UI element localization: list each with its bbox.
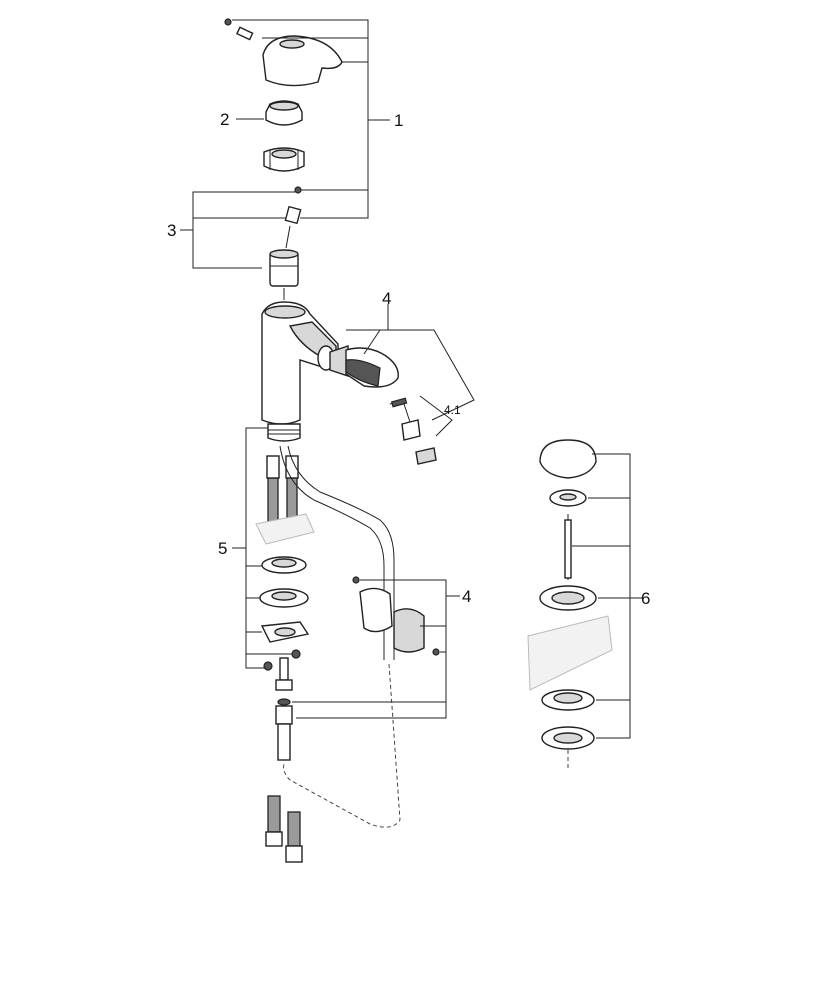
pullout-hose: [279, 445, 401, 828]
callout-label-5: 5: [218, 539, 228, 558]
bracket-3-lines: [180, 191, 296, 269]
counter-section-left: [255, 513, 315, 545]
washer-2: [259, 588, 309, 608]
callout-label-1: 1: [394, 111, 404, 130]
callout-label-4-holder: 4: [462, 587, 472, 606]
supply-hoses-top: [266, 455, 299, 525]
callout-label-4-spout: 4: [382, 289, 392, 308]
callout-label-4-1: 4.1: [444, 403, 461, 417]
callout-label-2: 2: [220, 110, 230, 129]
cartridge-nut: [263, 147, 305, 172]
handle-assembly: [224, 18, 343, 87]
bracket-1-lines: [232, 19, 390, 219]
mixer-body: [261, 288, 339, 425]
bracket-6-lines: [572, 453, 644, 739]
aerator-parts: [389, 397, 437, 465]
bracket-4-bottom-lines: [292, 579, 460, 719]
threaded-shank: [267, 423, 301, 442]
bracket-4-top-lines: [346, 304, 475, 437]
waste-assembly: [527, 439, 613, 770]
callout-label-6: 6: [641, 589, 651, 608]
fixing-screws: [263, 649, 301, 761]
supply-hoses-bottom: [265, 795, 303, 863]
bracket-5-lines: [232, 427, 292, 669]
cartridge-assembly: [269, 186, 302, 287]
spout-extension: [329, 345, 399, 388]
mounting-flange: [260, 621, 310, 643]
hose-holder: [352, 576, 440, 656]
callout-label-3: 3: [167, 221, 177, 240]
washer-1: [261, 556, 307, 574]
cap-ring: [236, 100, 303, 126]
